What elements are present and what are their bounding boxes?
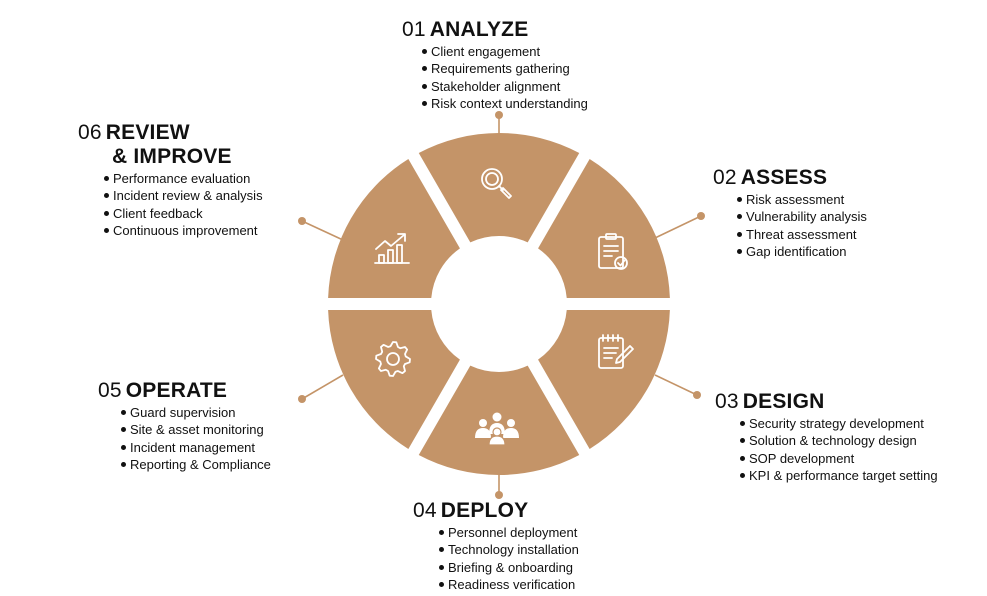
team-icon [475, 412, 519, 446]
connector-operate [298, 374, 344, 403]
list-item: SOP development [740, 450, 938, 467]
list-item: Reporting & Compliance [121, 456, 271, 473]
list-item: Incident review & analysis [104, 187, 263, 204]
stage-items: Performance evaluation Incident review &… [104, 170, 263, 239]
stage-number: 03 [715, 390, 739, 413]
connector-deploy [495, 475, 503, 499]
connector-design [654, 374, 701, 399]
list-item: Guard supervision [121, 404, 271, 421]
list-item: Vulnerability analysis [737, 208, 867, 225]
stage-number: 01 [402, 18, 426, 41]
gear-icon [375, 341, 411, 377]
list-item: Requirements gathering [422, 60, 588, 77]
list-item: Client feedback [104, 205, 263, 222]
stage-items: Personnel deployment Technology installa… [439, 524, 579, 593]
connector-review-improve [298, 217, 344, 241]
segment-assess [538, 159, 670, 299]
list-item: Stakeholder alignment [422, 78, 588, 95]
segment-analyze [418, 133, 580, 243]
list-item: Continuous improvement [104, 222, 263, 239]
stage-title-line2: & IMPROVE [112, 145, 232, 168]
stage-title: DESIGN [742, 390, 825, 413]
list-item: Solution & technology design [740, 432, 938, 449]
list-item: Risk context understanding [422, 95, 588, 112]
segment-design [538, 309, 670, 449]
stage-title: DEPLOY [440, 499, 529, 522]
connector-analyze [495, 111, 503, 133]
list-item: Personnel deployment [439, 524, 579, 541]
list-item: KPI & performance target setting [740, 467, 938, 484]
stage-number: 02 [713, 166, 737, 189]
stage-title: OPERATE [125, 379, 228, 402]
list-item: Risk assessment [737, 191, 867, 208]
stage-title: REVIEW [105, 121, 190, 144]
stage-number: 06 [78, 121, 102, 144]
segment-operate [328, 309, 460, 449]
stage-items: Guard supervision Site & asset monitorin… [121, 404, 271, 473]
clipboard-check-icon [598, 233, 628, 270]
list-item: Performance evaluation [104, 170, 263, 187]
stage-title: ANALYZE [429, 18, 529, 41]
list-item: Incident management [121, 439, 271, 456]
stage-items: Security strategy development Solution &… [740, 415, 938, 484]
stage-items: Client engagement Requirements gathering… [422, 43, 588, 112]
notepad-pen-icon [598, 334, 634, 369]
list-item: Site & asset monitoring [121, 421, 271, 438]
growth-chart-icon [374, 233, 410, 264]
list-item: Gap identification [737, 243, 867, 260]
stage-title: ASSESS [740, 166, 828, 189]
list-item: Threat assessment [737, 226, 867, 243]
stage-items: Risk assessment Vulnerability analysis T… [737, 191, 867, 260]
list-item: Readiness verification [439, 576, 579, 593]
list-item: Technology installation [439, 541, 579, 558]
list-item: Security strategy development [740, 415, 938, 432]
stage-number: 04 [413, 499, 437, 522]
stage-number: 05 [98, 379, 122, 402]
list-item: Briefing & onboarding [439, 559, 579, 576]
connector-assess [654, 212, 705, 239]
list-item: Client engagement [422, 43, 588, 60]
magnifier-icon [481, 168, 512, 199]
segment-review-improve [328, 159, 460, 299]
